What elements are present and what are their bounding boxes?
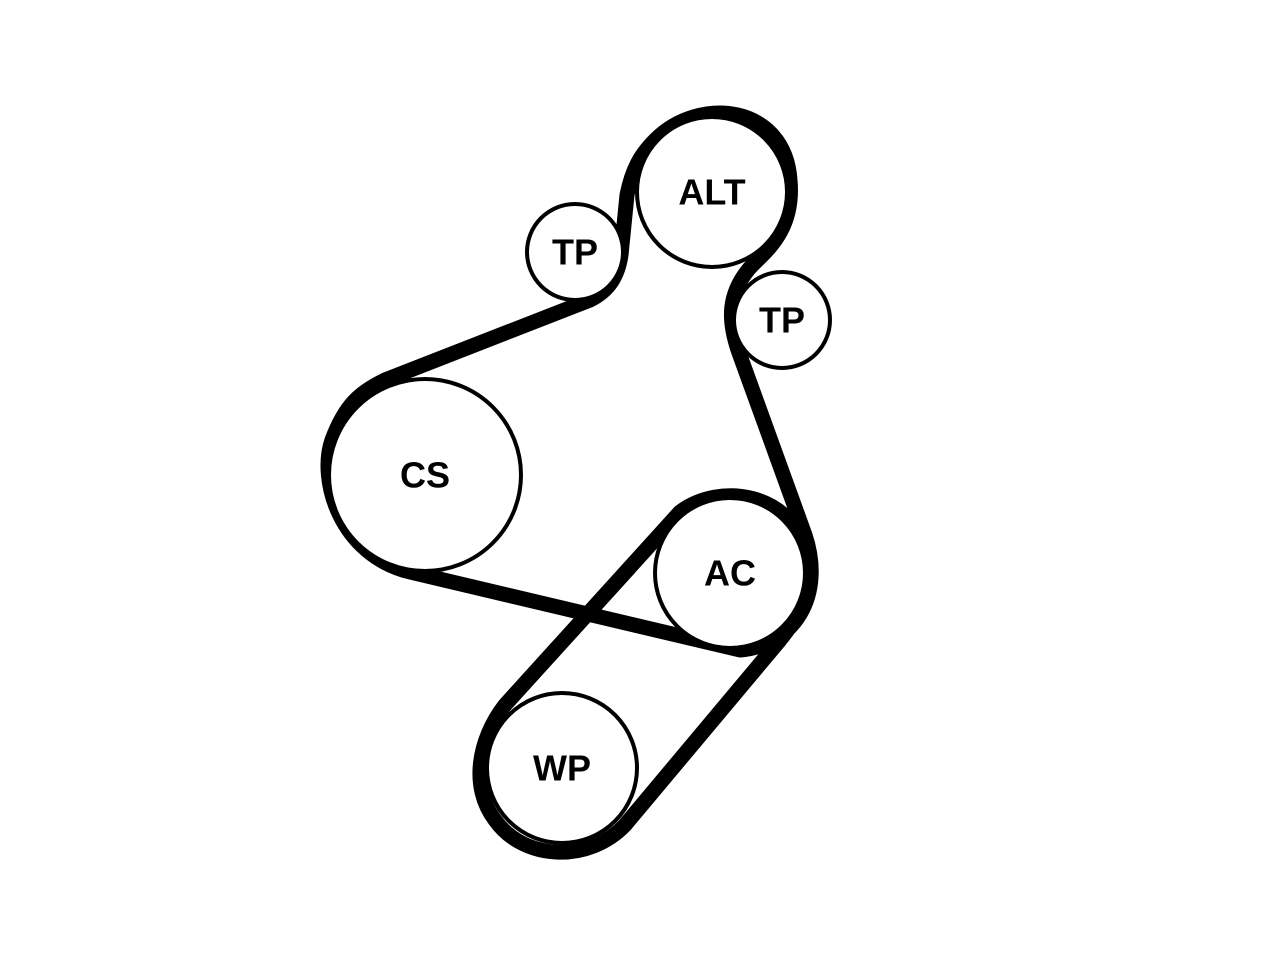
pulley-wp: WP [485, 691, 639, 845]
pulley-tp-left: TP [525, 202, 625, 302]
pulley-label-ac: AC [704, 553, 756, 594]
pulley-tp-right: TP [732, 270, 832, 370]
pulley-label-cs: CS [400, 455, 450, 496]
pulley-ac: AC [653, 496, 807, 650]
pulley-label-tp-right: TP [759, 300, 805, 341]
pulley-alt: ALT [635, 115, 789, 269]
pulley-label-alt: ALT [678, 172, 745, 213]
pulley-label-wp: WP [533, 748, 591, 789]
water-pump-belt [472, 488, 816, 860]
pulley-cs: CS [327, 377, 523, 573]
pulley-label-tp-left: TP [552, 232, 598, 273]
